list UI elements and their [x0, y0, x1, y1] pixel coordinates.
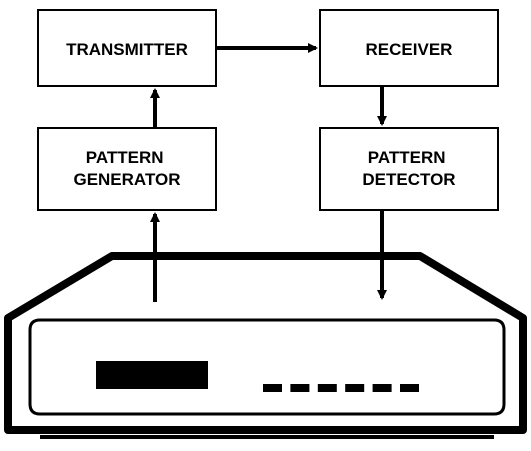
receiver-label-line: RECEIVER: [366, 40, 453, 59]
pattern-generator-block: PATTERN GENERATOR: [37, 127, 217, 211]
indicator-dash: [317, 384, 337, 392]
indicator-dash: [372, 384, 392, 392]
indicator-dash: [400, 384, 419, 392]
transmitter-block: TRANSMITTER: [37, 9, 217, 87]
pattern-generator-label: PATTERN GENERATOR: [73, 148, 180, 189]
receiver-box: [319, 9, 499, 87]
pattern-detector-label: PATTERN DETECTOR: [362, 148, 455, 189]
indicator-dash: [263, 384, 282, 392]
pattern-generator-label-line-1: PATTERN: [86, 148, 164, 167]
indicator-dash: [345, 384, 365, 392]
instrument-indicators: [263, 384, 419, 392]
instrument-display: [96, 361, 208, 389]
pattern-detector-label-line-2: DETECTOR: [362, 170, 455, 189]
transmitter-label-line: TRANSMITTER: [66, 40, 188, 59]
indicator-dash: [290, 384, 310, 392]
receiver-label: RECEIVER: [366, 40, 453, 59]
pattern-generator-box: [37, 127, 217, 211]
pattern-generator-label-line-2: GENERATOR: [73, 170, 180, 189]
pattern-detector-label-line-1: PATTERN: [368, 148, 446, 167]
receiver-block: RECEIVER: [319, 9, 499, 87]
transmitter-box: [37, 9, 217, 87]
test-instrument-icon: [4, 252, 527, 439]
pattern-detector-box: [319, 127, 499, 211]
pattern-detector-block: PATTERN DETECTOR: [319, 127, 499, 211]
transmitter-label: TRANSMITTER: [66, 40, 188, 59]
